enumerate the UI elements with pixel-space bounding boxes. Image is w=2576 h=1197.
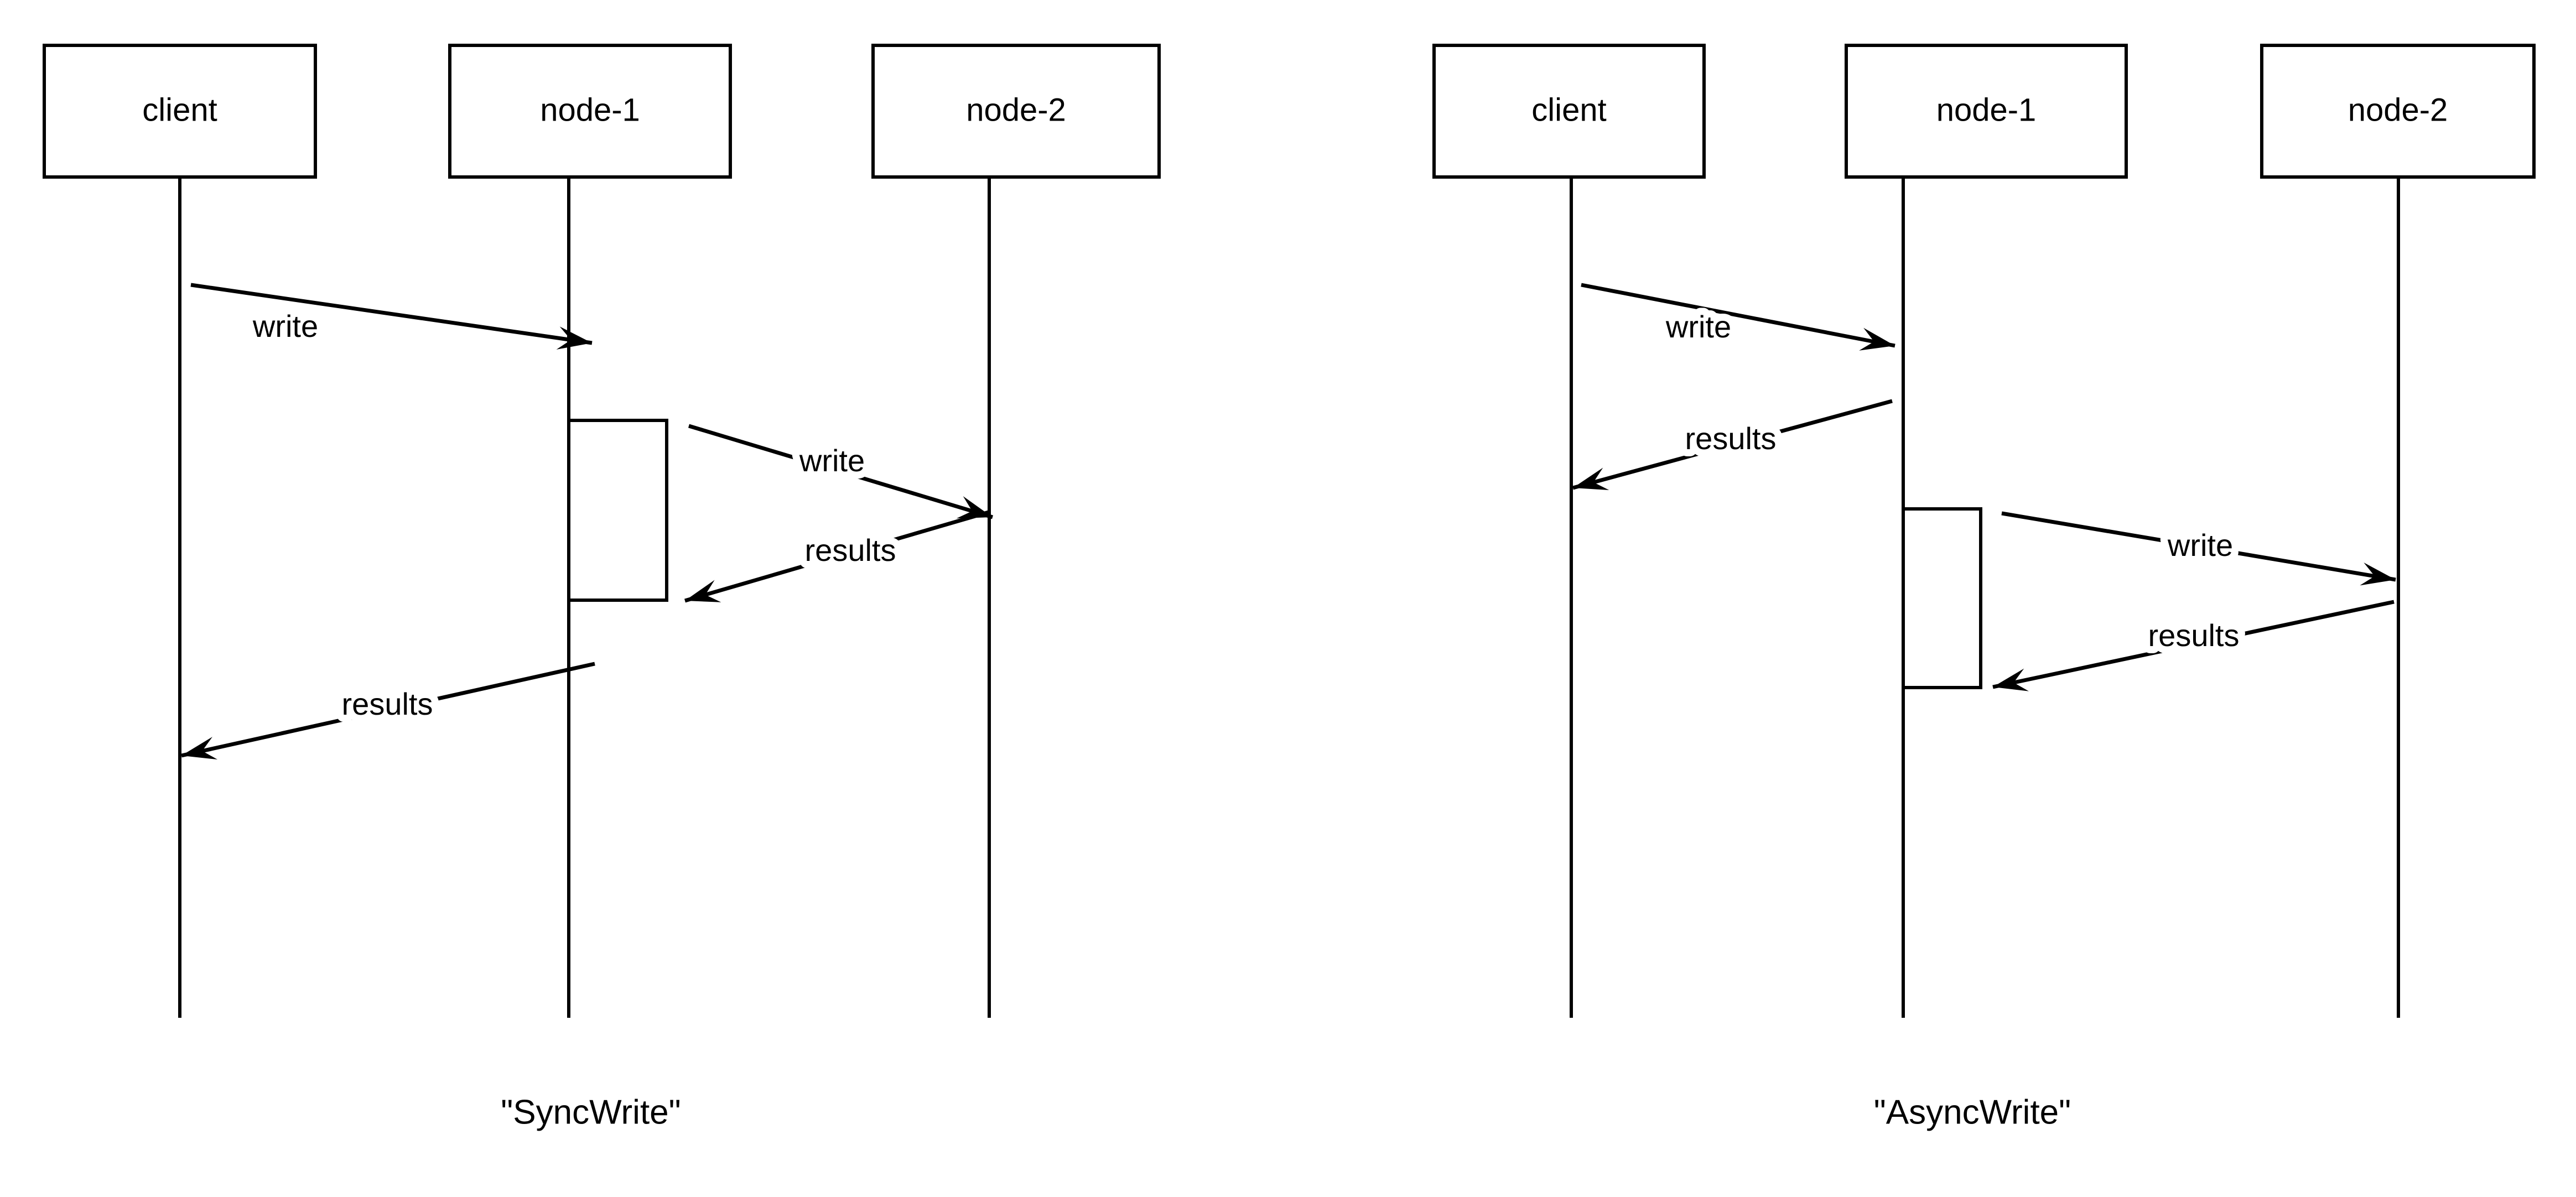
message-line-sync-write-0 <box>190 283 593 345</box>
participant-sync-write-node-2[interactable]: node-2 <box>871 44 1161 1018</box>
message-async-write-2-write: write <box>2001 511 2396 586</box>
participant-async-write-client[interactable]: client <box>1432 44 1706 1018</box>
participant-label-async-write-node-2: node-2 <box>2348 92 2448 128</box>
participant-label-async-write-node-1: node-1 <box>1936 92 2037 128</box>
message-label-async-write-3: results <box>2148 618 2240 653</box>
message-sync-write-2-results: results <box>684 509 991 603</box>
participant-label-async-write-client: client <box>1531 92 1606 128</box>
diagram-sync-write: client node-1 node-2 write write results resul… <box>43 44 1161 1131</box>
message-label-sync-write-0: write <box>252 309 318 344</box>
message-sync-write-3-results: results <box>181 662 595 760</box>
participant-box-sync-write-client[interactable] <box>43 44 317 179</box>
activation-bar-async-write-node-1 <box>1902 507 1982 689</box>
message-line-async-write-2 <box>2001 511 2396 582</box>
participant-box-async-write-node-1[interactable] <box>1845 44 2128 179</box>
message-arrowhead-icon-async-write-1 <box>1573 467 1609 490</box>
message-line-sync-write-3 <box>181 662 595 758</box>
diagram-render-root: client node-1 node-2 write write results resul… <box>43 44 2536 1131</box>
message-line-sync-write-2 <box>684 509 991 603</box>
message-arrowhead-icon-sync-write-0 <box>556 326 592 350</box>
message-label-async-write-2: write <box>2167 528 2233 563</box>
diagram-caption-sync-write: "SyncWrite" <box>501 1093 681 1131</box>
message-sync-write-0-write: write <box>190 283 593 351</box>
message-line-async-write-0 <box>1581 283 1895 348</box>
message-async-write-3-results: results <box>1992 600 2395 691</box>
message-line-async-write-1 <box>1572 399 1893 490</box>
participant-box-async-write-client[interactable] <box>1432 44 1706 179</box>
participant-async-write-node-1[interactable]: node-1 <box>1845 44 2128 1018</box>
activation-bar-sync-write-node-1 <box>567 419 668 602</box>
diagram-caption-async-write: "AsyncWrite" <box>1874 1093 2071 1131</box>
message-label-sync-write-2: results <box>805 533 896 568</box>
message-arrowhead-icon-async-write-0 <box>1859 327 1895 351</box>
message-label-async-write-0: write <box>1665 309 1731 344</box>
message-line-sync-write-1 <box>688 424 994 519</box>
participant-label-sync-write-node-2: node-2 <box>966 92 1066 128</box>
message-arrowhead-icon-sync-write-2 <box>685 580 721 602</box>
participant-async-write-node-2[interactable]: node-2 <box>2260 44 2536 1018</box>
participant-box-sync-write-node-2[interactable] <box>871 44 1161 179</box>
message-async-write-1-results: results <box>1572 399 1893 490</box>
message-label-sync-write-1: write <box>799 443 865 478</box>
message-sync-write-1-write: write <box>688 424 994 519</box>
message-async-write-0-write: write <box>1581 283 1895 351</box>
participant-box-async-write-node-2[interactable] <box>2260 44 2536 179</box>
participant-box-sync-write-node-1[interactable] <box>448 44 732 179</box>
message-line-async-write-3 <box>1992 600 2395 689</box>
participant-label-sync-write-node-1: node-1 <box>540 92 640 128</box>
participant-sync-write-node-1[interactable]: node-1 <box>448 44 732 1018</box>
message-arrowhead-icon-sync-write-3 <box>181 737 218 760</box>
message-label-async-write-1: results <box>1685 421 1777 456</box>
message-arrowhead-icon-async-write-3 <box>1993 668 2029 691</box>
participant-label-sync-write-client: client <box>142 92 217 128</box>
message-label-sync-write-3: results <box>342 686 433 721</box>
diagram-async-write: client node-1 node-2 write results write resul… <box>1432 44 2536 1131</box>
message-arrowhead-icon-async-write-2 <box>2360 562 2396 586</box>
participant-sync-write-client[interactable]: client <box>43 44 317 1018</box>
